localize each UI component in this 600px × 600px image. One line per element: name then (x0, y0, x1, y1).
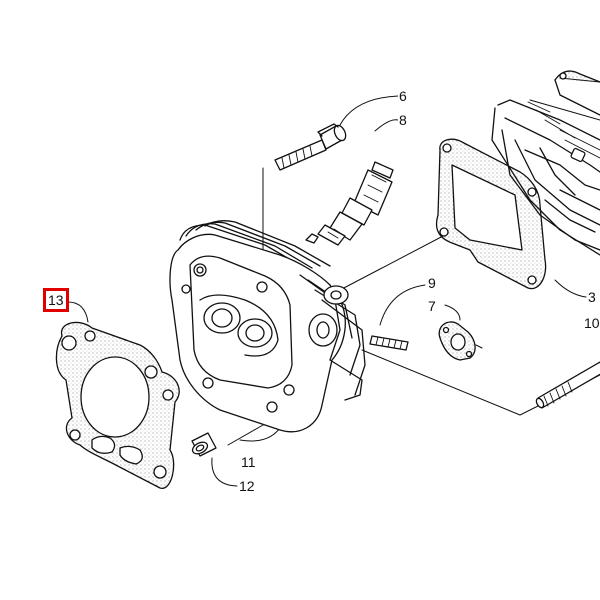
callout-11: 11 (240, 454, 257, 470)
leader-8 (374, 119, 399, 132)
assembly-line-stud (361, 349, 521, 416)
leader-13 (67, 301, 89, 323)
callout-12: 12 (238, 478, 256, 494)
callout-9: 9 (427, 275, 437, 291)
head-gasket-13 (55, 321, 180, 489)
callout-8: 8 (398, 112, 408, 128)
leader-6 (339, 95, 399, 126)
leader-7 (444, 304, 461, 321)
cylinder-head-11 (169, 220, 366, 433)
leader-3 (554, 279, 587, 298)
stud-9 (369, 335, 409, 351)
head-bolt-6 (274, 123, 347, 171)
callout-7: 7 (427, 298, 437, 314)
callout-13: 13 (48, 292, 64, 308)
assembly-line-gasket (339, 234, 446, 291)
callout-6: 6 (398, 88, 408, 104)
exhaust-gasket-7 (438, 321, 483, 361)
leader-9 (379, 284, 426, 326)
long-stud (535, 361, 600, 409)
callout-3: 3 (587, 289, 597, 305)
leader-12 (211, 457, 238, 487)
spark-plug-8 (305, 161, 394, 246)
rocker-cover-10 (491, 70, 600, 256)
dowel-pin-12 (191, 432, 217, 457)
callout-13-highlight-box (43, 288, 69, 312)
callout-10: 10 (583, 315, 600, 331)
rocker-gasket-3 (435, 138, 547, 290)
